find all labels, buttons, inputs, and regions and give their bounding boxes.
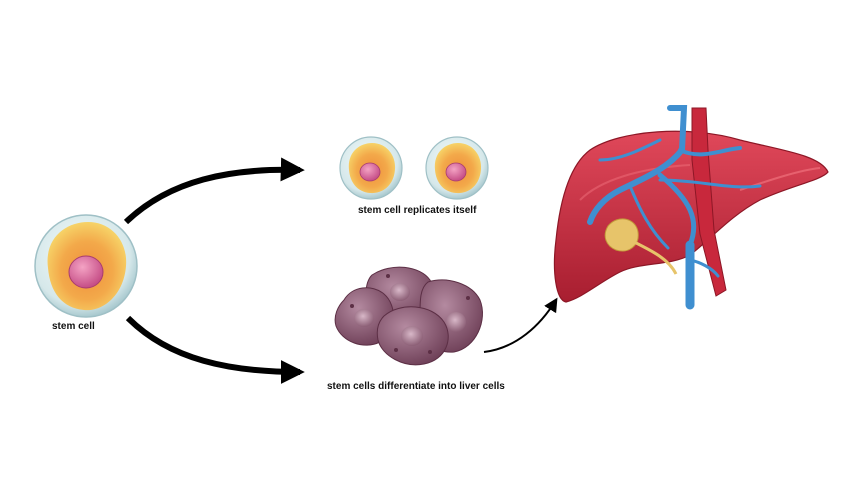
replication-arrow <box>123 157 305 225</box>
liver-arrow <box>483 297 558 353</box>
differentiation-label: stem cells differentiate into liver cell… <box>327 381 505 392</box>
replication-label: stem cell replicates itself <box>358 205 477 216</box>
liver-cell-icon <box>334 266 483 366</box>
stem-cell-icon <box>34 214 138 318</box>
differentiation-arrow <box>125 315 305 384</box>
daughter-cell-icon <box>425 136 489 200</box>
liver-icon <box>553 105 829 310</box>
daughter-cell-icon <box>339 136 403 200</box>
stem-cell-label: stem cell <box>52 321 95 332</box>
